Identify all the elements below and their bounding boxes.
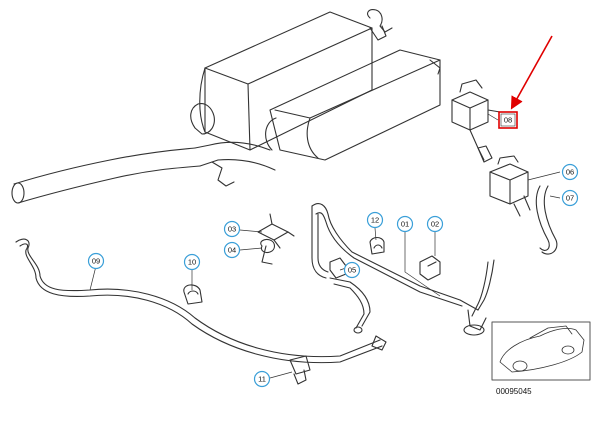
callout-10: 10 (183, 253, 201, 271)
callout-circle-02 (426, 215, 444, 233)
callout-11: 11 (253, 370, 271, 388)
callout-circle-03 (223, 220, 241, 238)
callout-circle-04 (223, 241, 241, 259)
vacuum-hose-07 (535, 185, 558, 255)
callout-02: 02 (426, 215, 444, 233)
callout-01: 01 (396, 215, 414, 233)
callout-label-02: 02 (431, 220, 439, 229)
callout-label-03: 03 (228, 225, 236, 234)
callout-circle-01 (396, 215, 414, 233)
callout-04: 04 (223, 241, 241, 259)
vacuum-valve-08 (451, 79, 501, 163)
callout-box-inner-08 (500, 113, 516, 127)
callout-circle-06 (561, 163, 579, 181)
callout-box-08 (498, 111, 518, 129)
callout-label-07: 07 (566, 194, 574, 203)
clip-10 (183, 284, 203, 305)
vacuum-hose-09 (15, 238, 387, 364)
muffler-clamp (367, 9, 441, 75)
front-muffler (265, 49, 441, 161)
callout-label-09: 09 (92, 257, 100, 266)
callout-03: 03 (223, 220, 241, 238)
callout-label-11: 11 (258, 375, 266, 384)
callout-circle-07 (561, 189, 579, 207)
callout-label-04: 04 (228, 246, 236, 255)
callout-label-12: 12 (371, 216, 379, 225)
callout-label-08: 08 (504, 116, 512, 125)
clip-11 (289, 355, 311, 385)
callout-circle-05 (343, 261, 361, 279)
bracket-03 (257, 213, 295, 265)
callout-label-10: 10 (188, 258, 196, 267)
vehicle-thumbnail (491, 321, 591, 381)
leader-lines (89, 113, 561, 379)
callout-08: 08 (498, 111, 518, 129)
callout-label-06: 06 (566, 168, 574, 177)
callout-circle-11 (253, 370, 271, 388)
callout-circle-12 (366, 211, 384, 229)
callout-group: 01 02 03 04 05 06 07 08 09 10 11 12 (87, 111, 579, 388)
highlight-arrow (510, 35, 553, 110)
connector-02 (419, 255, 441, 281)
callout-09: 09 (87, 252, 105, 270)
callout-label-05: 05 (348, 266, 356, 275)
figure-code: 00095045 (496, 387, 532, 396)
callout-05: 05 (343, 261, 361, 279)
exhaust-pipe (11, 141, 276, 204)
vacuum-line-01 (311, 203, 495, 336)
clip-12 (369, 236, 385, 255)
clip-05 (329, 257, 347, 279)
callout-12: 12 (366, 211, 384, 229)
callout-circle-09 (87, 252, 105, 270)
callout-07: 07 (561, 189, 579, 207)
callout-label-01: 01 (401, 220, 409, 229)
vacuum-valve-06 (489, 155, 531, 217)
callout-circle-10 (183, 253, 201, 271)
callout-06: 06 (561, 163, 579, 181)
